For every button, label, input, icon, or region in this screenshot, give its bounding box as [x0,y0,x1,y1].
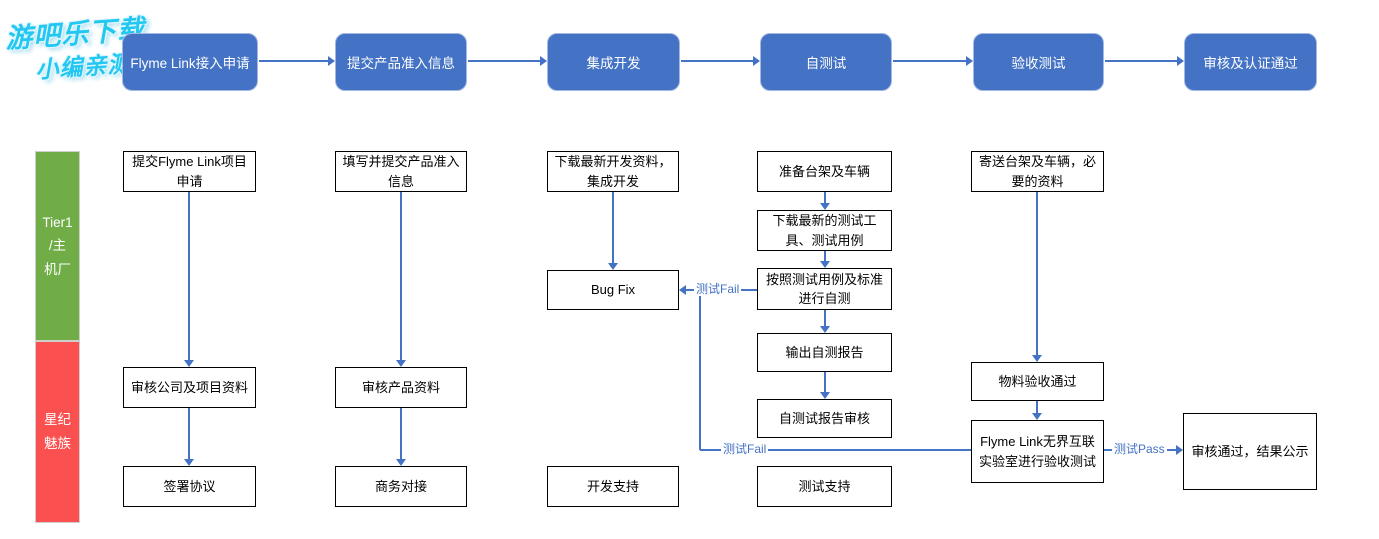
arrow-col4-1 [820,192,830,210]
box-dev-support: 开发支持 [547,466,679,507]
arrow-acceptance-fail-horizontal [700,449,971,451]
arrow-col2-2 [396,408,406,466]
arrow-col2-1 [396,192,406,367]
arrow-col3-1 [608,192,618,270]
box-materials-acceptance-passed: 物料验收通过 [971,362,1104,401]
arrow-col1-1 [184,192,194,367]
arrow-acceptance-fail-vertical [699,290,701,450]
stage-submit-product-info: 提交产品准入信息 [335,33,467,91]
box-download-dev-materials: 下载最新开发资料，集成开发 [547,151,679,192]
arrow-col1-2 [184,408,194,466]
arrow-stage-2-3 [468,56,547,66]
box-output-self-test-report: 输出自测报告 [757,333,892,372]
edge-label-acceptance-pass: 测试Pass [1112,442,1167,456]
arrow-col4-2 [820,251,830,268]
stage-flyme-link-application: Flyme Link接入申请 [122,33,258,91]
box-sign-agreement: 签署协议 [123,466,256,507]
stage-acceptance-test: 验收测试 [973,33,1104,91]
edge-label-acceptance-fail: 测试Fail [721,442,769,456]
arrow-stage-5-6 [1105,56,1184,66]
box-ship-bench-vehicle-materials: 寄送台架及车辆，必要的资料 [971,151,1104,192]
box-fill-submit-product-access-info: 填写并提交产品准入信息 [335,151,467,192]
box-review-company-project-materials: 审核公司及项目资料 [123,367,256,408]
lane-xingji-meizu: 星纪 魅族 [35,341,80,523]
box-flyme-link-lab-acceptance-test: Flyme Link无界互联实验室进行验收测试 [971,420,1104,483]
lane-tier1-oem: Tier1 /主 机厂 [35,151,80,341]
box-business-docking: 商务对接 [335,466,467,507]
stage-self-test: 自测试 [760,33,892,91]
box-download-test-tools-cases: 下载最新的测试工具、测试用例 [757,210,892,251]
box-submit-flyme-link-project-application: 提交Flyme Link项目申请 [123,151,256,192]
box-test-support: 测试支持 [757,466,892,507]
box-self-test-per-cases: 按照测试用例及标准进行自测 [757,268,892,310]
box-review-product-materials: 审核产品资料 [335,367,467,408]
arrow-stage-1-2 [259,56,335,66]
box-approved-results-published: 审核通过，结果公示 [1183,413,1317,490]
box-prepare-bench-vehicle: 准备台架及车辆 [757,151,892,192]
arrow-stage-4-5 [893,56,973,66]
box-self-test-report-review: 自测试报告审核 [757,399,892,438]
arrow-col5-2 [1032,401,1042,420]
arrow-stage-3-4 [681,56,760,66]
edge-label-self-test-fail: 测试Fail [694,282,742,296]
stage-integration-dev: 集成开发 [547,33,680,91]
arrow-col5-1 [1032,192,1042,362]
arrow-col4-4 [820,372,830,399]
arrow-col4-3 [820,310,830,333]
stage-certified: 审核及认证通过 [1184,33,1317,91]
box-bug-fix: Bug Fix [547,270,679,310]
